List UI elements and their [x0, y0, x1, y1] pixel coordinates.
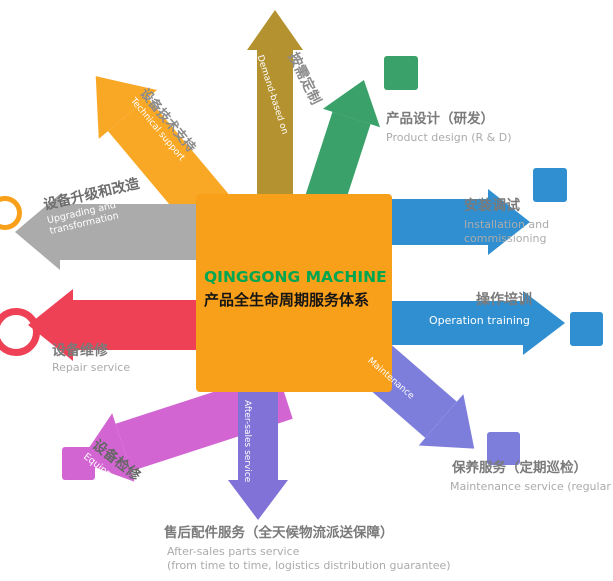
after-sales-label-en-line2: (from time to time, logistics distributi…	[167, 559, 451, 572]
after-sales-label-cn: 售后配件服务（全天候物流派送保障）	[164, 525, 394, 541]
orange-ring-icon	[0, 196, 22, 230]
center-subtitle: 产品全生命周期服务体系	[204, 291, 370, 309]
blue-square-top	[533, 168, 567, 202]
installation-arrow	[385, 189, 530, 255]
after-sales-arrow-head	[228, 480, 288, 520]
purple-square	[487, 432, 520, 465]
training-label-cn: 操作培训	[476, 292, 532, 308]
center-text: QINGGONG MACHINE 产品全生命周期服务体系	[204, 268, 387, 310]
installation-label-en: Installation and commissioning	[464, 218, 550, 245]
product-design-label-cn: 产品设计（研发）	[386, 111, 494, 127]
after-sales-label-en-line1: After-sales parts service	[167, 545, 300, 558]
center-title: QINGGONG MACHINE	[204, 268, 387, 286]
installation-label-cn: 安装调试	[464, 198, 520, 214]
installation-arrow-head	[488, 189, 530, 255]
repair-label-en: Repair service	[52, 361, 131, 374]
magenta-square	[62, 447, 95, 480]
red-ring-icon	[0, 308, 40, 356]
repair-label-cn: 设备维修	[52, 343, 108, 359]
maintenance-label-cn: 保养服务（定期巡检）	[452, 460, 587, 476]
blue-square-bottom	[570, 312, 603, 346]
demand-arrow-head	[247, 10, 303, 50]
installation-arrow-shaft	[385, 199, 488, 245]
center-box: QINGGONG MACHINE 产品全生命周期服务体系	[196, 194, 392, 392]
maintenance-label-en: Maintenance service (regular inspection)	[450, 480, 613, 493]
training-arrow-head	[523, 291, 565, 355]
training-label-en: Operation training	[429, 314, 530, 327]
training-arrow-shaft	[385, 301, 523, 345]
training-arrow	[385, 291, 565, 355]
product-design-label-en: Product design (R & D)	[386, 131, 512, 144]
after-sales-inner-label: After-sales service	[242, 400, 252, 483]
green-square	[384, 56, 418, 90]
